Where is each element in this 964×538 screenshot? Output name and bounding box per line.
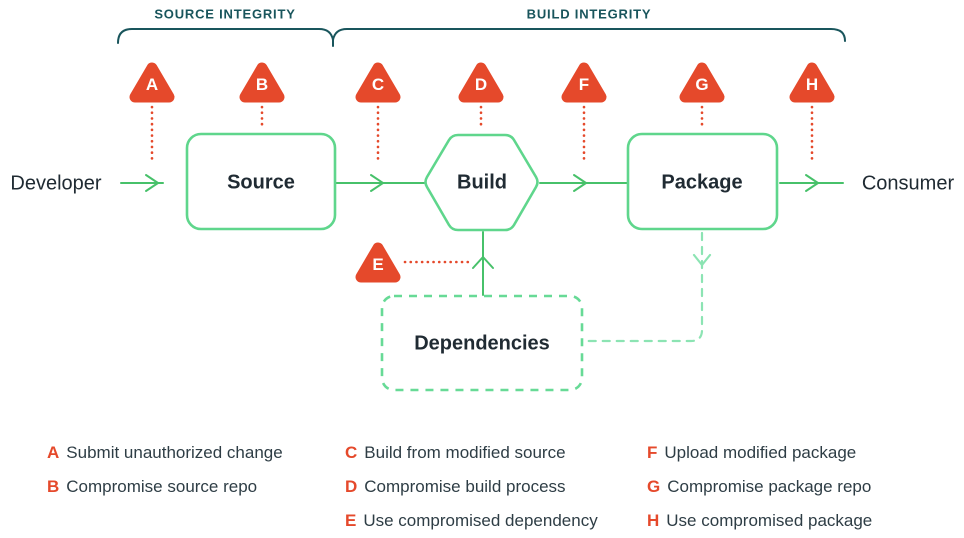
threat-marker-b: B: [236, 60, 288, 104]
threat-marker-d: D: [455, 60, 507, 104]
legend-item-b: B Compromise source repo: [47, 470, 283, 504]
legend-text-c: Build from modified source: [364, 443, 566, 462]
build-node-hexagon: [424, 133, 539, 232]
warning-triangle-icon: [679, 62, 725, 103]
legend-text-f: Upload modified package: [664, 443, 857, 462]
legend-item-f: F Upload modified package: [647, 436, 872, 470]
build-integrity-bracket: [332, 28, 846, 42]
build-integrity-label: BUILD INTEGRITY: [526, 6, 652, 22]
legend-column-package: F Upload modified package G Compromise p…: [647, 436, 872, 538]
source-node-label: Source: [227, 171, 295, 194]
package-node-box: [626, 132, 779, 231]
warning-triangle-icon: [789, 62, 835, 103]
warning-triangle-icon: [129, 62, 175, 103]
warning-triangle-icon: [355, 62, 401, 103]
legend-key-d: D: [345, 477, 358, 496]
legend-item-c: C Build from modified source: [345, 436, 598, 470]
legend-text-h: Use compromised package: [666, 511, 873, 530]
threat-marker-h: H: [786, 60, 838, 104]
legend-text-a: Submit unauthorized change: [66, 443, 283, 462]
threat-letter-a: A: [145, 75, 159, 94]
developer-label: Developer: [10, 172, 102, 195]
legend-item-g: G Compromise package repo: [647, 470, 872, 504]
legend-text-e: Use compromised dependency: [363, 511, 598, 530]
threat-letter-e: E: [372, 255, 384, 274]
warning-triangle-icon: [239, 62, 285, 103]
threat-dotted-lines: [150, 105, 814, 264]
arrowhead-developer-source: [145, 174, 159, 192]
legend-key-a: A: [47, 443, 60, 462]
source-integrity-label: SOURCE INTEGRITY: [154, 6, 296, 22]
source-integrity-bracket: [117, 28, 334, 44]
legend-column-build: C Build from modified source D Compromis…: [345, 436, 598, 538]
threat-letter-f: F: [578, 75, 590, 94]
package-dependencies-feedback: [583, 231, 712, 343]
threat-letter-d: D: [474, 75, 488, 94]
legend-key-c: C: [345, 443, 358, 462]
arrowhead-dependencies-build: [472, 256, 494, 269]
threat-marker-c: C: [352, 60, 404, 104]
legend-text-b: Compromise source repo: [66, 477, 258, 496]
legend-text-d: Compromise build process: [364, 477, 566, 496]
source-node-box: [185, 132, 337, 231]
legend-item-a: A Submit unauthorized change: [47, 436, 283, 470]
threat-letter-h: H: [805, 75, 819, 94]
section-brackets: [117, 28, 846, 47]
legend-key-b: B: [47, 477, 60, 496]
arrowhead-feedback-down: [692, 253, 712, 267]
legend-column-source: A Submit unauthorized change B Compromis…: [47, 436, 283, 504]
dependencies-node-box: [380, 294, 584, 392]
legend-key-f: F: [647, 443, 658, 462]
legend-key-h: H: [647, 511, 660, 530]
legend-item-h: H Use compromised package: [647, 504, 872, 538]
arrowhead-package-consumer: [805, 174, 819, 192]
legend-key-e: E: [345, 511, 357, 530]
warning-triangle-icon: [561, 62, 607, 103]
dependencies-node-label: Dependencies: [414, 332, 550, 355]
legend-item-d: D Compromise build process: [345, 470, 598, 504]
threat-letter-b: B: [255, 75, 269, 94]
flow-arrows: [120, 174, 844, 296]
arrowhead-source-build: [370, 174, 384, 192]
feedback-dashed-path: [583, 231, 704, 343]
legend-text-g: Compromise package repo: [667, 477, 872, 496]
diagram-canvas: [117, 28, 846, 392]
arrowhead-build-package: [573, 174, 587, 192]
threat-marker-f: F: [558, 60, 610, 104]
package-node-label: Package: [661, 171, 743, 194]
threat-marker-e: E: [352, 240, 404, 284]
threat-marker-g: G: [676, 60, 728, 104]
warning-triangle-icon: [458, 62, 504, 103]
legend-key-g: G: [647, 477, 661, 496]
consumer-label: Consumer: [861, 172, 955, 195]
warning-triangle-icon: [355, 242, 401, 283]
threat-letter-c: C: [371, 75, 385, 94]
build-node-label: Build: [457, 171, 507, 194]
threat-letter-g: G: [695, 75, 709, 94]
legend-item-e: E Use compromised dependency: [345, 504, 598, 538]
threat-marker-a: A: [126, 60, 178, 104]
